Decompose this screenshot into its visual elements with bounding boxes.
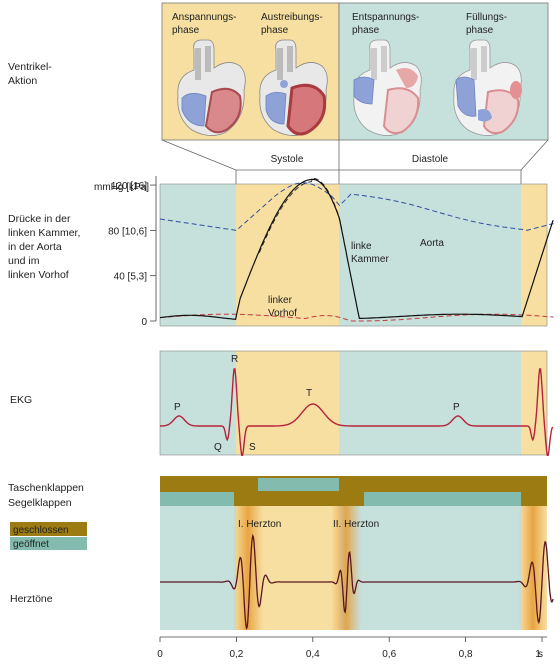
label-druecke-3: in der Aorta [8,241,62,253]
phase-label-fuellung-2: phase [466,25,494,36]
legend-open-label: geöffnet [13,539,49,550]
phase-label-anspannung-1: Anspannungs- [172,12,237,23]
pressure-chart: mmHg [kPa] 120 [16] 80 [10,6] 40 [5,3] 0 Ao… [94,175,554,328]
phase-label-austreibung-1: Austreibungs- [261,12,323,23]
time-unit: s [538,649,543,660]
heart-icon-austreibung [259,39,328,136]
ekg-wave-s: S [249,442,256,453]
pressure-bg-diastole-1 [160,184,236,326]
taschenklappen-bar-open [258,478,339,491]
legend-open-swatch [10,537,87,550]
kammer-pressure-dashed-line [258,177,343,253]
pressure-tick-label-1: 80 [10,6] [108,226,147,237]
label-druecke-2: linken Kammer, [8,227,80,239]
pressure-frame [159,183,548,327]
pressure-bg-systole [236,184,339,326]
ekg-bg-1 [160,351,236,455]
time-tick-label-3: 0,6 [382,649,396,660]
ekg-wave-q: Q [214,442,222,453]
phase-label-entspannung-2: phase [352,25,380,36]
cycle-bracket [161,139,549,184]
kammer-label-2: Kammer [351,254,389,265]
sound-bg-1 [160,506,236,630]
time-tick-label-4: 0,8 [459,649,473,660]
ekg-wave-r: R [231,354,238,365]
ekg-frame [159,350,548,456]
label-druecke-1: Drücke in der [8,213,71,225]
valve-sound-chart: I. Herzton II. Herzton [160,476,554,630]
ekg-wave-t: T [306,388,312,399]
phase-label-entspannung-1: Entspannungs- [352,12,419,23]
systole-label: Systole [271,154,304,165]
phase-label-anspannung-2: phase [172,25,200,36]
ekg-wave-p1: P [174,402,181,413]
pressure-bg-diastole-2 [339,184,521,326]
vorhof-label-1: linker [268,295,293,306]
pressure-tick-label-2: 40 [5,3] [114,272,148,283]
label-druecke-5: linken Vorhof [8,269,69,281]
aorta-pressure-line [159,182,554,231]
time-tick-label-5: 1 [535,649,541,660]
heart-sound-trace [160,533,554,630]
heart-phase-panel: Anspannungs- phase Austreibungs- phase E… [161,2,549,141]
time-axis: 0 0,2 0,4 0,6 0,8 1 s [157,636,547,660]
ekg-bg-3 [339,351,521,455]
ekg-wave-p2: P [453,402,460,413]
time-tick-label-2: 0,4 [306,649,320,660]
pressure-unit: mmHg [kPa] [94,182,149,193]
label-segelklappen: Segelklappen [8,497,72,509]
label-herztoene: Herztöne [10,593,53,605]
heart-icon-entspannung [353,39,422,136]
legend-closed-label: geschlossen [13,525,69,536]
diastole-label: Diastole [412,154,449,165]
pressure-tick-label-0: 120 [16] [111,181,147,192]
legend-closed-swatch [10,522,87,536]
left-labels: Ventrikel- Aktion Drücke in der linken K… [8,61,87,605]
vorhof-label-2: Vorhof [268,308,297,319]
pressure-bg-systole-2 [521,184,547,326]
taschenklappen-bar-closed [160,476,547,491]
label-taschenklappen: Taschenklappen [8,482,84,494]
sound-bg-3 [339,506,521,630]
herzton-1-label: I. Herzton [238,519,281,530]
heart-icon-fuellung [453,39,522,136]
ekg-chart: P Q R S T P [159,350,554,457]
phase-label-fuellung-1: Füllungs- [466,12,507,23]
time-tick-label-0: 0 [157,649,163,660]
segelklappen-bar-open-1 [160,492,234,506]
label-ekg: EKG [10,394,32,406]
label-ventrikel-2: Aktion [8,75,37,87]
ekg-trace [160,368,554,457]
pressure-tick-label-3: 0 [141,317,147,328]
phase-label-austreibung-2: phase [261,25,289,36]
segelklappen-bar-open-2 [364,492,521,506]
label-druecke-4: und im [8,255,40,267]
herzton-2-label: II. Herzton [333,519,379,530]
time-tick-label-1: 0,2 [229,649,243,660]
aorta-label: Aorta [420,238,444,249]
heart-icon-anspannung [177,39,246,136]
label-ventrikel-1: Ventrikel- [8,61,52,73]
ekg-bg-2 [236,351,339,455]
kammer-pressure-line [159,178,554,320]
kammer-label-1: linke [351,241,372,252]
